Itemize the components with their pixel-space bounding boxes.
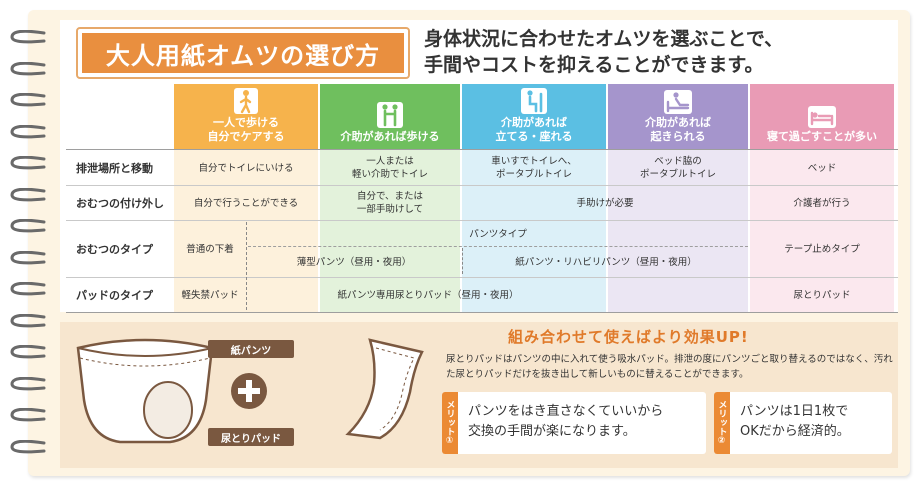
grid-line — [66, 312, 898, 313]
cell-movement-walk: 自分でトイレにいける — [198, 162, 294, 174]
combination-heading: 組み合わせて使えばより効果UP! — [508, 328, 749, 346]
spiral-ring — [10, 124, 46, 138]
grid-line — [66, 185, 898, 186]
cell-changing-needed: 手助けが必要 — [576, 197, 634, 209]
merit-box-1: メリット① パンツをはき直さなくていいから 交換の手間が楽になります。 — [442, 392, 706, 454]
bed-sit-up-icon — [664, 90, 692, 114]
cell-changing-self: 自分で行うことができる — [193, 197, 299, 209]
row-label-movement: 排泄場所と移動 — [76, 162, 153, 175]
column-header-walk: 一人で歩ける 自分でケアする — [174, 84, 318, 149]
spiral-ring — [10, 282, 46, 296]
spiral-ring — [10, 187, 46, 201]
grid-line — [66, 220, 898, 221]
spiral-ring — [10, 219, 46, 233]
page-title: 大人用紙オムツの選び方 — [105, 41, 381, 70]
column-header-stand: 介助があれば 立てる・座れる — [462, 84, 606, 149]
pad-label: 尿とりパッド — [208, 428, 294, 446]
walking-person-icon — [234, 88, 258, 114]
grid-line — [66, 149, 898, 150]
merit-box-2: メリット② パンツは1日1枚で OKだから経済的。 — [714, 392, 892, 454]
row-label-diaper-type: おむつのタイプ — [76, 243, 153, 256]
standing-assist-icon — [521, 88, 547, 114]
spiral-ring — [10, 313, 46, 327]
cell-movement-stand: 車いすでトイレへ、 ポータブルトイレ — [491, 156, 577, 180]
column-header-assisted-walk: 介助があれば歩ける — [320, 84, 460, 149]
cell-movement-assisted: 一人または 軽い介助でトイレ — [351, 156, 428, 180]
combination-description: 尿とりパッドはパンツの中に入れて使う吸水パッド。排泄の度にパンツごと取り替えるの… — [446, 354, 893, 380]
row-label-pad-type: パッドのタイプ — [76, 289, 153, 302]
cell-diaper-pants: パンツタイプ — [469, 228, 527, 240]
cell-pad-light: 軽失禁パッド — [181, 289, 239, 301]
cell-diaper-normal: 普通の下着 — [186, 243, 234, 255]
cell-diaper-rehab: 紙パンツ・リハビリパンツ（昼用・夜用） — [515, 256, 697, 268]
pad-illustration — [345, 338, 424, 440]
spiral-ring — [10, 408, 46, 422]
merit-text-1: パンツをはき直さなくていいから 交換の手間が楽になります。 — [468, 404, 664, 439]
plus-icon — [231, 373, 267, 409]
headline: 身体状況に合わせたオムツを選ぶことで、 手間やコストを抑えることができます。 — [424, 28, 784, 76]
column-bg-sit-up — [608, 149, 748, 312]
spiral-ring — [10, 345, 46, 359]
cell-changing-partial: 自分で、または 一部手助けして — [356, 191, 424, 215]
merit-text-2: パンツは1日1枚で OKだから経済的。 — [740, 404, 850, 439]
column-bg-lying — [750, 149, 894, 312]
cell-changing-caregiver: 介護者が行う — [793, 197, 851, 209]
merit-tag-1: メリット① — [442, 392, 458, 454]
lying-bed-icon — [808, 106, 836, 128]
cell-diaper-tape: テープ止めタイプ — [784, 243, 860, 255]
divider-dashed — [462, 248, 463, 274]
grid-line — [66, 277, 898, 278]
pants-illustration — [76, 338, 214, 444]
column-header-sit-up: 介助があれば 起きられる — [608, 84, 748, 149]
column-header-lying: 寝て過ごすことが多い — [750, 84, 894, 149]
spiral-ring — [10, 250, 46, 264]
cell-pad-pad: 尿とりパッド — [793, 289, 851, 301]
row-label-changing: おむつの付け外し — [76, 197, 164, 210]
cell-pad-pants: 紙パンツ専用尿とりパッド（昼用・夜用） — [337, 289, 519, 301]
assisted-walking-icon — [377, 102, 403, 128]
merit-tag-2: メリット② — [714, 392, 730, 454]
spiral-ring — [10, 439, 46, 453]
spiral-ring — [10, 61, 46, 75]
spiral-ring — [10, 30, 46, 44]
grid-line — [248, 246, 748, 247]
title-badge: 大人用紙オムツの選び方 — [76, 27, 410, 79]
spiral-ring — [10, 93, 46, 107]
cell-movement-sit: ベッド脇の ポータブルトイレ — [639, 156, 716, 180]
column-bg-stand — [462, 149, 606, 312]
cell-movement-lying: ベッド — [807, 162, 837, 174]
spiral-ring — [10, 376, 46, 390]
cell-diaper-thin: 薄型パンツ（昼用・夜用） — [296, 256, 412, 268]
spiral-ring — [10, 156, 46, 170]
divider-dashed — [246, 222, 247, 310]
column-bg-assisted-walk — [320, 149, 460, 312]
pants-label: 紙パンツ — [208, 340, 294, 358]
